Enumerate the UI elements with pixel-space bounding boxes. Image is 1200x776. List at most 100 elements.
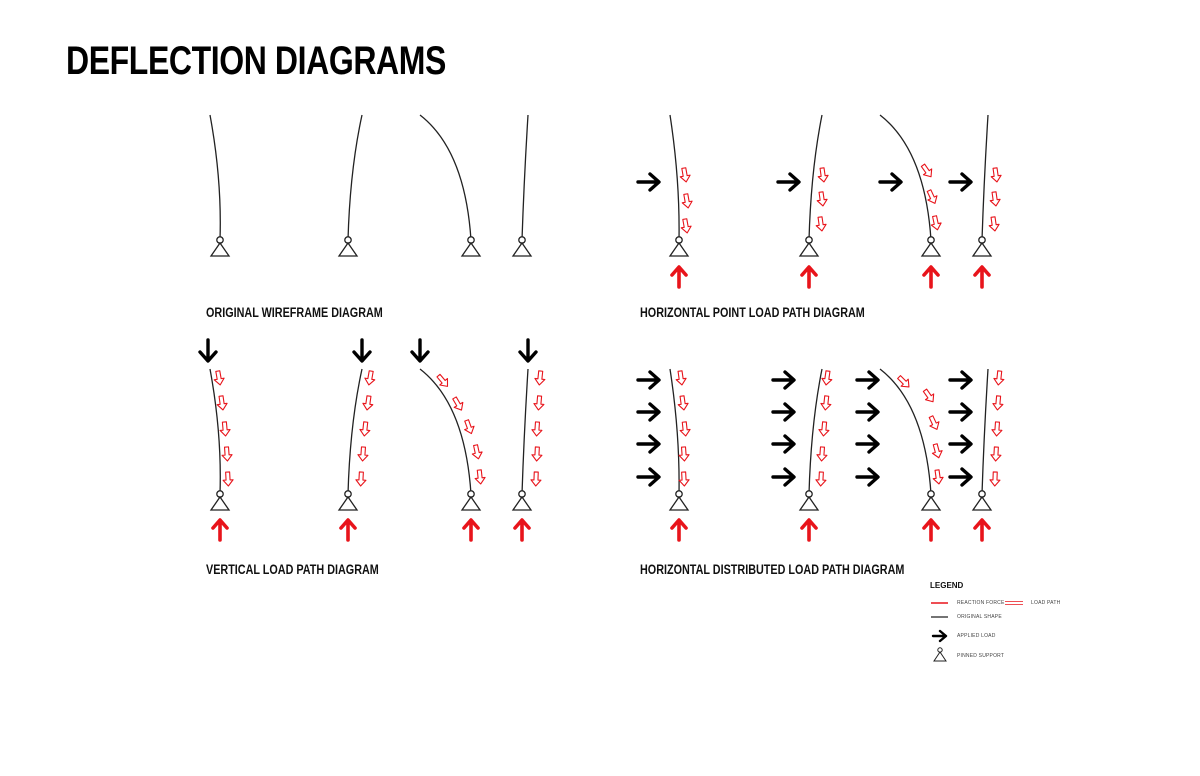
distributed-load-path-arrow-20 — [989, 471, 1001, 487]
vertical-load-path-arrow-4 — [221, 446, 233, 462]
point-load-column-2 — [808, 114, 823, 241]
distributed-load-arrow-3 — [636, 434, 661, 454]
legend-label-load-path: LOAD PATH — [1031, 600, 1061, 606]
distributed-load-path-arrow-14 — [931, 443, 943, 459]
vertical-load-path-arrow-12 — [452, 396, 464, 411]
vertical-load-path-arrow-5 — [222, 471, 234, 487]
distributed-load-column-3 — [879, 368, 932, 495]
vertical-load-path-arrow-16 — [534, 370, 546, 386]
page-title: DEFLECTION DIAGRAMS — [66, 39, 446, 83]
vertical-load-path-arrow-10 — [355, 471, 367, 487]
point-load-path-arrow-6 — [815, 216, 827, 232]
distributed-load-arrow-13 — [948, 370, 973, 390]
distributed-load-arrow-1 — [636, 370, 661, 390]
point-load-column-3 — [879, 114, 932, 241]
point-load-path-arrow-11 — [989, 191, 1001, 207]
distributed-load-arrow-2 — [636, 402, 661, 422]
vertical-load-path-arrow-17 — [533, 395, 545, 411]
distributed-load-column-4 — [981, 368, 989, 495]
wireframe-column-1 — [209, 114, 221, 241]
distributed-load-reaction-3 — [922, 518, 940, 542]
vertical-load-path-arrow-3 — [219, 421, 231, 437]
distributed-load-support-3 — [920, 495, 942, 511]
distributed-load-reaction-4 — [973, 518, 991, 542]
legend-arrow-icon — [931, 629, 948, 643]
wireframe-column-3 — [419, 114, 472, 241]
wireframe-column-2 — [347, 114, 363, 241]
vertical-load-path-arrow-14 — [471, 444, 483, 460]
distributed-load-path-arrow-19 — [990, 446, 1002, 462]
distributed-load-arrow-15 — [948, 434, 973, 454]
distributed-load-path-arrow-7 — [820, 395, 832, 411]
distributed-load-path-arrow-11 — [897, 375, 910, 388]
point-load-path-arrow-8 — [926, 189, 938, 204]
vertical-load-column-2 — [347, 368, 363, 495]
distributed-load-path-arrow-4 — [678, 446, 690, 462]
vertical-load-path-arrow-6 — [364, 370, 376, 386]
point-load-reaction-1 — [670, 265, 688, 289]
vertical-load-reaction-2 — [339, 518, 357, 542]
distributed-load-arrow-4 — [636, 467, 661, 487]
vertical-load-path-arrow-20 — [530, 471, 542, 487]
point-load-reaction-2 — [800, 265, 818, 289]
point-load-support-1 — [668, 241, 690, 257]
distributed-load-support-1 — [668, 495, 690, 511]
vertical-load-arrow-3 — [410, 338, 430, 363]
distributed-load-arrow-5 — [771, 370, 796, 390]
distributed-load-path-arrow-13 — [928, 415, 940, 430]
point-load-path-arrow-1 — [679, 167, 691, 183]
distributed-load-path-arrow-12 — [922, 388, 935, 403]
point-load-path-arrow-2 — [681, 193, 693, 209]
distributed-load-path-arrow-15 — [932, 469, 944, 485]
distributed-load-path-arrow-18 — [991, 421, 1003, 437]
distributed-load-path-arrow-10 — [815, 471, 827, 487]
legend-title: LEGEND — [930, 581, 964, 590]
caption-horizontal-point-load: HORIZONTAL POINT LOAD PATH DIAGRAM — [640, 305, 865, 320]
vertical-load-path-arrow-13 — [464, 419, 475, 435]
vertical-load-path-arrow-19 — [531, 446, 543, 462]
distributed-load-arrow-16 — [948, 467, 973, 487]
distributed-load-path-arrow-6 — [821, 370, 833, 386]
distributed-load-arrow-14 — [948, 402, 973, 422]
point-load-reaction-3 — [922, 265, 940, 289]
point-load-arrow-1 — [636, 172, 661, 192]
point-load-arrow-3 — [878, 172, 903, 192]
point-load-path-arrow-4 — [817, 167, 829, 183]
distributed-load-path-arrow-1 — [675, 370, 687, 386]
point-load-support-4 — [971, 241, 993, 257]
vertical-load-support-3 — [460, 495, 482, 511]
distributed-load-column-1 — [669, 368, 680, 495]
vertical-load-support-2 — [337, 495, 359, 511]
point-load-path-arrow-12 — [988, 216, 1000, 232]
legend-label-applied-load: APPLIED LOAD — [957, 633, 996, 639]
vertical-load-path-arrow-1 — [213, 370, 225, 386]
point-load-column-1 — [669, 114, 680, 241]
point-load-path-arrow-3 — [680, 218, 692, 234]
distributed-load-path-arrow-17 — [992, 395, 1004, 411]
vertical-load-column-1 — [209, 368, 221, 495]
vertical-load-reaction-4 — [513, 518, 531, 542]
vertical-load-support-1 — [209, 495, 231, 511]
distributed-load-reaction-2 — [800, 518, 818, 542]
vertical-load-path-arrow-9 — [357, 446, 369, 462]
distributed-load-arrow-7 — [771, 434, 796, 454]
vertical-load-path-arrow-2 — [216, 395, 228, 411]
vertical-load-path-arrow-8 — [359, 421, 371, 437]
point-load-path-arrow-10 — [990, 167, 1002, 183]
distributed-load-column-2 — [808, 368, 823, 495]
vertical-load-column-4 — [521, 368, 529, 495]
vertical-load-path-arrow-15 — [474, 469, 486, 485]
legend-label-pinned-support: PINNED SUPPORT — [957, 653, 1005, 659]
caption-horizontal-distributed-load: HORIZONTAL DISTRIBUTED LOAD PATH DIAGRAM — [640, 562, 905, 577]
wireframe-support-2 — [337, 241, 359, 257]
point-load-path-arrow-5 — [816, 191, 828, 207]
wireframe-support-1 — [209, 241, 231, 257]
distributed-load-arrow-12 — [855, 467, 880, 487]
point-load-column-4 — [981, 114, 989, 241]
vertical-load-column-3 — [419, 368, 472, 495]
vertical-load-arrow-4 — [518, 338, 538, 363]
distributed-load-path-arrow-16 — [993, 370, 1005, 386]
distributed-load-arrow-6 — [771, 402, 796, 422]
distributed-load-path-arrow-5 — [678, 471, 690, 487]
